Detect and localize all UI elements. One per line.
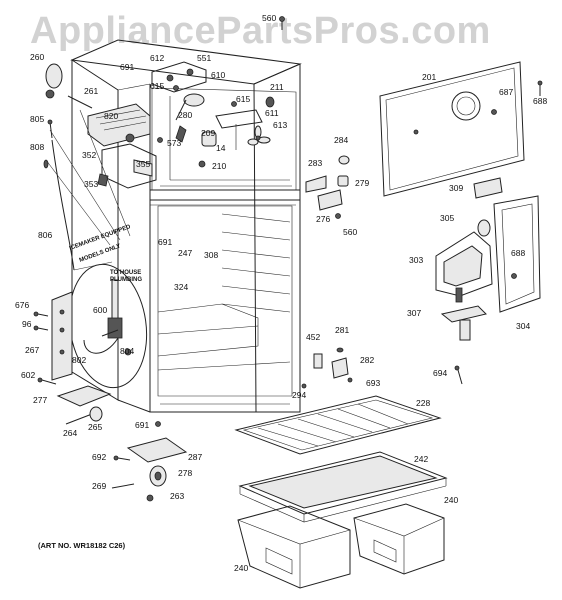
part-callout-260: 260 — [30, 52, 44, 62]
part-callout-691: 691 — [135, 420, 149, 430]
part-callout-615: 615 — [150, 81, 164, 91]
part-callout-242: 242 — [414, 454, 428, 464]
part-callout-688: 688 — [511, 248, 525, 258]
part-callout-201: 201 — [422, 72, 436, 82]
part-callout-265: 265 — [88, 422, 102, 432]
part-callout-277: 277 — [33, 395, 47, 405]
part-callout-802: 802 — [72, 355, 86, 365]
wire-shelf-228 — [234, 395, 442, 455]
part-callout-820: 820 — [104, 111, 118, 121]
part-callout-602: 602 — [21, 370, 35, 380]
lower-left-parts — [33, 291, 188, 502]
part-callout-263: 263 — [170, 491, 184, 501]
part-callout-688: 688 — [533, 96, 547, 106]
part-callout-308: 308 — [204, 250, 218, 260]
part-callout-804: 804 — [120, 346, 134, 356]
part-callout-805: 805 — [30, 114, 44, 124]
part-callout-281: 281 — [335, 325, 349, 335]
part-callout-284: 284 — [334, 135, 348, 145]
part-callout-309: 309 — [449, 183, 463, 193]
part-callout-693: 693 — [366, 378, 380, 388]
part-callout-240: 240 — [234, 563, 248, 573]
part-callout-209: 209 — [201, 128, 215, 138]
part-callout-452: 452 — [306, 332, 320, 342]
part-callout-247: 247 — [178, 248, 192, 258]
part-callout-353: 353 — [84, 179, 98, 189]
part-callout-692: 692 — [92, 452, 106, 462]
part-callout-307: 307 — [407, 308, 421, 318]
part-callout-600: 600 — [93, 305, 107, 315]
part-callout-687: 687 — [499, 87, 513, 97]
part-callout-267: 267 — [25, 345, 39, 355]
part-callout-279: 279 — [355, 178, 369, 188]
right-small-parts — [301, 155, 353, 389]
refrigerator-cabinet — [70, 39, 302, 413]
part-callout-261: 261 — [84, 86, 98, 96]
icemaker-note-line1: ICEMAKER EQUIPPED — [69, 224, 132, 252]
part-callout-691: 691 — [120, 62, 134, 72]
part-callout-96: 96 — [22, 319, 32, 329]
part-callout-276: 276 — [316, 214, 330, 224]
part-callout-808: 808 — [30, 142, 44, 152]
part-callout-210: 210 — [212, 161, 226, 171]
part-callout-282: 282 — [360, 355, 374, 365]
part-callout-264: 264 — [63, 428, 77, 438]
part-callout-305: 305 — [440, 213, 454, 223]
part-callout-294: 294 — [292, 390, 306, 400]
part-callout-691: 691 — [158, 237, 172, 247]
top-hardware — [43, 16, 285, 271]
part-callout-228: 228 — [416, 398, 430, 408]
crisper-cover-242 — [238, 451, 448, 523]
part-callout-324: 324 — [174, 282, 188, 292]
part-callout-352: 352 — [82, 150, 96, 160]
part-callout-560: 560 — [343, 227, 357, 237]
crisper-drawers-240 — [237, 503, 445, 589]
part-callout-280: 280 — [178, 110, 192, 120]
part-callout-676: 676 — [15, 300, 29, 310]
part-callout-269: 269 — [92, 481, 106, 491]
icemaker-plumbing-detail — [45, 109, 148, 389]
part-callout-240: 240 — [444, 495, 458, 505]
part-callout-283: 283 — [308, 158, 322, 168]
plumbing-note-line2: PLUMBING — [110, 277, 142, 283]
part-callout-560: 560 — [262, 13, 276, 23]
part-callout-613: 613 — [273, 120, 287, 130]
part-callout-615: 615 — [236, 94, 250, 104]
plumbing-note-line1: TO HOUSE — [110, 270, 141, 276]
part-callout-211: 211 — [270, 82, 284, 92]
door-panel-parts — [379, 61, 543, 385]
part-callout-694: 694 — [433, 368, 447, 378]
part-callout-14: 14 — [216, 143, 226, 153]
part-callout-611: 611 — [265, 108, 279, 118]
part-callout-278: 278 — [178, 468, 192, 478]
part-callout-304: 304 — [516, 321, 530, 331]
part-callout-551: 551 — [197, 53, 211, 63]
part-callout-573: 573 — [167, 138, 181, 148]
part-callout-303: 303 — [409, 255, 423, 265]
part-callout-287: 287 — [188, 452, 202, 462]
part-callout-612: 612 — [150, 53, 164, 63]
part-callout-355: 355 — [136, 159, 150, 169]
part-callout-610: 610 — [211, 70, 225, 80]
callout-labels: 560 260 691 612 551 615 610 261 211 615 820 280 611 8… — [15, 13, 547, 573]
art-number: (ART NO. WR18182 C26) — [38, 541, 126, 550]
part-callout-806: 806 — [38, 230, 52, 240]
